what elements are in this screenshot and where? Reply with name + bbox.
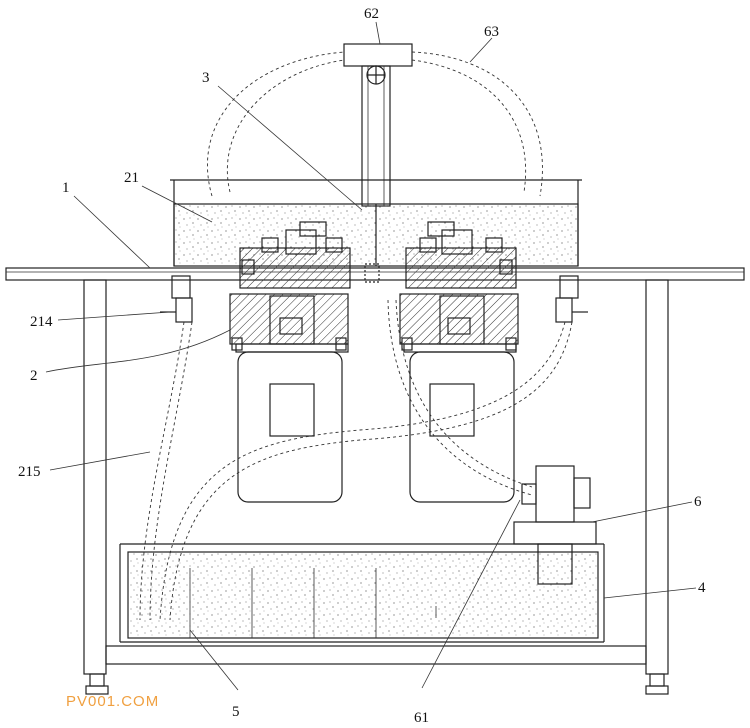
label-6: 6 bbox=[694, 494, 702, 510]
filling-head-right bbox=[399, 221, 519, 503]
valve-214-left bbox=[160, 275, 193, 323]
hose-63 bbox=[207, 51, 543, 197]
valve-214-right bbox=[555, 275, 588, 323]
tank-21 bbox=[170, 179, 582, 283]
label-1: 1 bbox=[62, 180, 70, 196]
label-215: 215 bbox=[18, 464, 41, 480]
filling-head-left bbox=[229, 221, 351, 503]
top-distributor-62 bbox=[343, 43, 413, 207]
frame bbox=[83, 279, 669, 695]
label-21: 21 bbox=[124, 170, 139, 186]
label-2: 2 bbox=[30, 368, 38, 384]
table-top-1 bbox=[5, 267, 745, 281]
hose-215 bbox=[139, 299, 573, 621]
label-214: 214 bbox=[30, 314, 53, 330]
label-61: 61 bbox=[414, 710, 429, 726]
label-5: 5 bbox=[232, 704, 240, 720]
leader-lines bbox=[45, 21, 697, 691]
watermark: PV001.COM bbox=[66, 693, 159, 710]
label-62: 62 bbox=[364, 6, 379, 22]
label-3: 3 bbox=[202, 70, 210, 86]
tray-4 bbox=[119, 543, 605, 643]
label-4: 4 bbox=[698, 580, 706, 596]
label-63: 63 bbox=[484, 24, 499, 40]
